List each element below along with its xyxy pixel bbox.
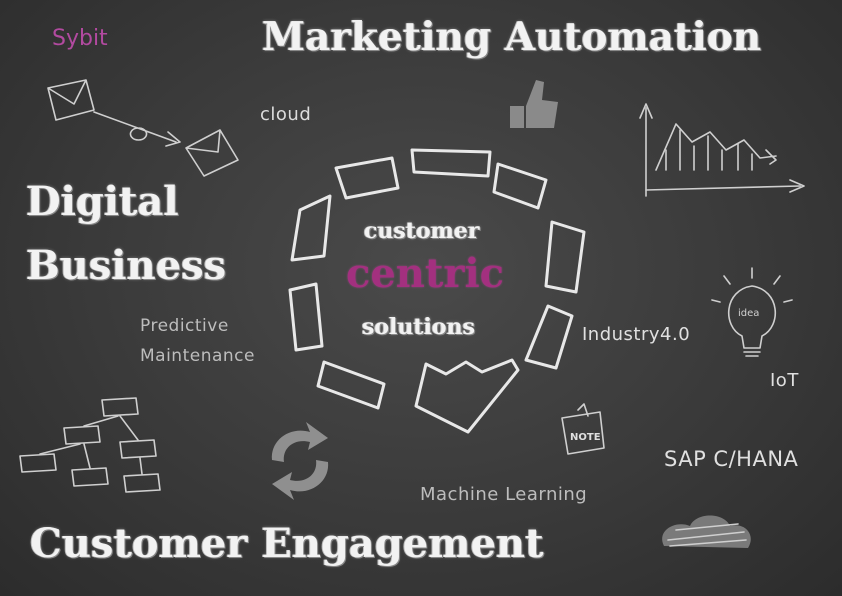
center-solutions: solutions (362, 314, 475, 340)
center-customer: customer (364, 218, 480, 244)
keyword-machine-learning: Machine Learning (420, 484, 588, 505)
headline-business: Business (26, 242, 227, 289)
keyword-industry: Industry4.0 (582, 324, 691, 345)
envelope-icon (47, 79, 95, 121)
center-centric: centric (346, 250, 504, 297)
idea-label: idea (738, 308, 759, 319)
note-pad-icon: NOTE (561, 403, 605, 455)
headline-marketing-automation: Marketing Automation (262, 14, 762, 60)
headline-customer-engagement: Customer Engagement (30, 520, 544, 567)
keyword-sap: SAP C/HANA (664, 447, 799, 471)
lightbulb-icon: idea (711, 267, 793, 357)
brand-logo: Sybit (52, 26, 108, 51)
chart-sketch-icon (639, 103, 805, 197)
keyword-iot: IoT (770, 370, 799, 391)
note-label: NOTE (570, 432, 601, 443)
headline-digital: Digital (26, 178, 179, 225)
thumbs-up-icon (510, 80, 558, 128)
refresh-arrows-icon (271, 422, 329, 500)
dart-icon (93, 111, 181, 147)
circular-arrow-icon (288, 148, 586, 434)
flowchart-icon (19, 397, 161, 493)
keyword-predictive: Predictive (140, 316, 229, 336)
envelope-icon-2 (185, 129, 239, 177)
keyword-cloud: cloud (260, 104, 312, 125)
keyword-maintenance: Maintenance (140, 346, 255, 366)
cloud-icon (662, 515, 751, 548)
